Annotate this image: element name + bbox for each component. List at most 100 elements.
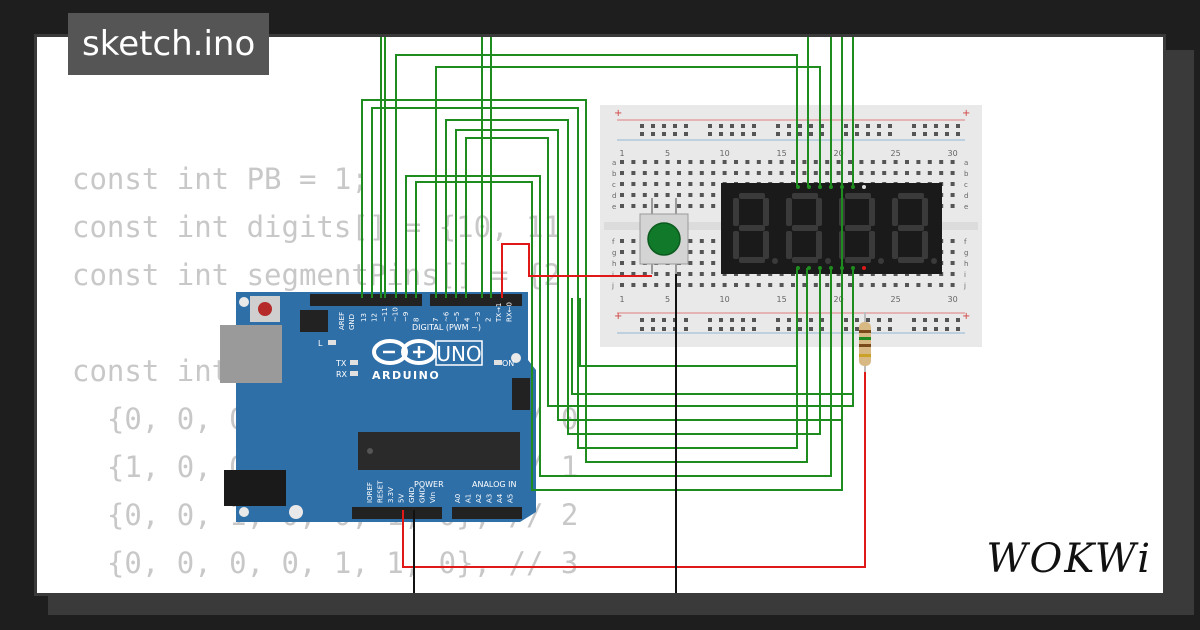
row-letter: g bbox=[612, 249, 616, 257]
row-letter: c bbox=[964, 181, 968, 189]
breadboard-hole bbox=[791, 283, 795, 287]
breadboard-hole bbox=[768, 160, 773, 164]
breadboard-hole bbox=[927, 283, 932, 287]
analog-pin-label: A4 bbox=[496, 493, 504, 503]
breadboard-hole bbox=[813, 171, 818, 175]
breadboard-hole bbox=[791, 171, 795, 175]
digital-pin-label: ~10 bbox=[392, 307, 400, 322]
row-letter: h bbox=[612, 260, 616, 268]
breadboard-hole bbox=[620, 272, 624, 276]
breadboard-hole bbox=[677, 204, 681, 208]
breadboard-hole bbox=[620, 239, 624, 243]
breadboard-hole bbox=[711, 193, 716, 197]
breadboard-hole bbox=[756, 160, 761, 164]
segment bbox=[922, 198, 928, 226]
rail-hole bbox=[934, 132, 938, 136]
rail-hole bbox=[719, 327, 723, 331]
column-number: 25 bbox=[891, 295, 901, 304]
rail-hole bbox=[809, 132, 813, 136]
breadboard-hole bbox=[699, 160, 704, 164]
breadboard-hole bbox=[665, 193, 670, 197]
rail-hole bbox=[923, 318, 927, 322]
breadboard-hole bbox=[722, 171, 727, 175]
push-button[interactable] bbox=[639, 198, 689, 274]
wire bbox=[501, 243, 652, 298]
rail-hole bbox=[741, 124, 745, 128]
column-number: 15 bbox=[777, 149, 787, 158]
breadboard-hole bbox=[711, 283, 716, 287]
digital-header-left bbox=[310, 294, 422, 306]
wires bbox=[361, 37, 866, 593]
segment bbox=[845, 257, 871, 263]
segment bbox=[892, 231, 898, 259]
breadboard-hole bbox=[711, 160, 716, 164]
sketch-title[interactable]: sketch.ino bbox=[68, 13, 270, 75]
column-number: 5 bbox=[665, 149, 670, 158]
rail-hole bbox=[730, 318, 734, 322]
breadboard-hole bbox=[677, 193, 681, 197]
breadboard-hole bbox=[699, 239, 704, 243]
breadboard-hole bbox=[688, 160, 693, 164]
digital-pin-label: 8 bbox=[413, 318, 421, 322]
breadboard-hole bbox=[939, 160, 944, 164]
breadboard-hole bbox=[677, 182, 681, 186]
breadboard-hole bbox=[848, 171, 852, 175]
digital-pin-label: 4 bbox=[464, 317, 472, 322]
rail-hole bbox=[923, 327, 927, 331]
power-pin-label: GND bbox=[408, 487, 416, 503]
rail-hole bbox=[708, 132, 712, 136]
segment bbox=[792, 257, 818, 263]
breadboard-hole bbox=[631, 272, 636, 276]
breadboard-hole bbox=[688, 250, 693, 254]
segment bbox=[845, 193, 871, 199]
digital-pin-label: 12 bbox=[371, 313, 379, 322]
breadboard-hole bbox=[927, 160, 932, 164]
code-line: {0, 0, 0, 0, 1, 1, 0}, // 3 bbox=[72, 546, 579, 580]
breadboard-hole bbox=[836, 160, 841, 164]
mount-hole bbox=[511, 353, 521, 363]
push-button-cap[interactable] bbox=[647, 222, 681, 256]
rail-hole bbox=[945, 132, 949, 136]
resistor-band bbox=[859, 354, 871, 357]
rail-hole bbox=[787, 318, 791, 322]
breadboard-hole bbox=[779, 171, 784, 175]
rail-hole bbox=[776, 124, 780, 128]
rail-hole bbox=[934, 318, 938, 322]
rail-hole bbox=[912, 124, 916, 128]
rail-hole bbox=[684, 327, 688, 331]
rail-hole bbox=[798, 318, 802, 322]
breadboard-hole bbox=[642, 171, 647, 175]
breadboard-hole bbox=[620, 283, 624, 287]
breadboard-hole bbox=[950, 193, 955, 197]
reset-button[interactable] bbox=[258, 302, 272, 316]
breadboard-hole bbox=[768, 171, 773, 175]
breadboard-hole bbox=[631, 193, 636, 197]
resistor-band bbox=[859, 337, 871, 340]
breadboard-hole bbox=[688, 171, 693, 175]
breadboard-hole bbox=[631, 250, 636, 254]
breadboard-hole bbox=[620, 250, 624, 254]
segment bbox=[816, 231, 822, 259]
chip-notch bbox=[367, 448, 373, 454]
segment bbox=[786, 198, 792, 226]
rail-hole bbox=[912, 132, 916, 136]
segment bbox=[733, 231, 739, 259]
display-pin bbox=[862, 185, 866, 189]
breadboard-hole bbox=[882, 283, 887, 287]
column-number: 25 bbox=[891, 149, 901, 158]
segment bbox=[816, 198, 822, 226]
breadboard-hole bbox=[870, 283, 875, 287]
breadboard-hole bbox=[950, 182, 955, 186]
power-pin-label: 3.3V bbox=[387, 487, 395, 503]
atmega-chip bbox=[358, 432, 520, 470]
rail-hole bbox=[934, 124, 938, 128]
row-letter: f bbox=[612, 238, 615, 246]
segment bbox=[898, 225, 924, 231]
breadboard-hole bbox=[699, 182, 704, 186]
rail-hole bbox=[820, 318, 824, 322]
rail-hole bbox=[662, 124, 666, 128]
segment bbox=[786, 231, 792, 259]
rail-hole bbox=[888, 132, 892, 136]
rail-hole bbox=[877, 132, 881, 136]
power-header bbox=[352, 507, 442, 519]
